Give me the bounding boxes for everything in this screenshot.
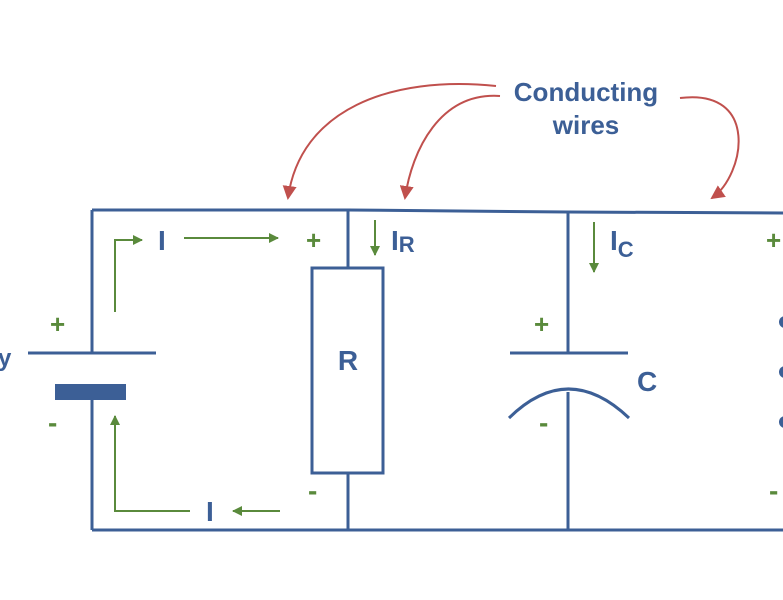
source-current-arrow [114,235,143,312]
capacitor: C + - [507,309,657,438]
return-current-label: I [206,496,214,527]
capacitor-plus-sign: + [534,309,549,339]
capacitor-curved-plate [507,387,631,420]
battery-label-fragment: y [0,345,12,372]
battery-plus-sign: + [50,309,65,339]
source-current-label: I [158,225,166,256]
load-plus-sign: + [766,225,781,255]
resistor-current-label: IR [391,225,415,257]
current-indicators: I IR IC I [110,220,634,527]
resistor: R + - [306,225,385,506]
resistor-label: R [338,345,358,376]
load-dot-1 [779,316,783,328]
capacitor-label: C [637,366,657,397]
callout-arrow-right [679,96,740,200]
circuit-wires [90,208,783,532]
resistor-plus-sign: + [306,225,321,255]
top-wire [92,208,783,215]
load-dot-2 [779,366,783,378]
capacitor-current-subscript: C [618,237,634,262]
resistor-current-symbol: I [391,225,399,256]
load-minus-sign: - [769,475,778,506]
callout-line-1: Conducting [514,77,658,107]
capacitor-current-symbol: I [610,225,618,256]
battery-minus-sign: - [48,407,57,438]
resistor-minus-sign: - [308,475,317,506]
callout-arrow-left [282,83,497,200]
load-dot-3 [779,416,783,428]
conducting-wires-callout: Conducting wires [282,77,740,200]
right-load: + - [766,225,783,506]
resistor-current-subscript: R [399,232,415,257]
resistor-body [310,266,385,475]
callout-line-2: wires [552,110,620,140]
battery-negative-plate [55,384,126,400]
callout-arrow-middle [399,94,501,200]
capacitor-current-label: IC [610,225,634,262]
return-bottom-arrow [110,415,190,512]
battery: y + - [0,309,156,438]
capacitor-minus-sign: - [539,407,548,438]
